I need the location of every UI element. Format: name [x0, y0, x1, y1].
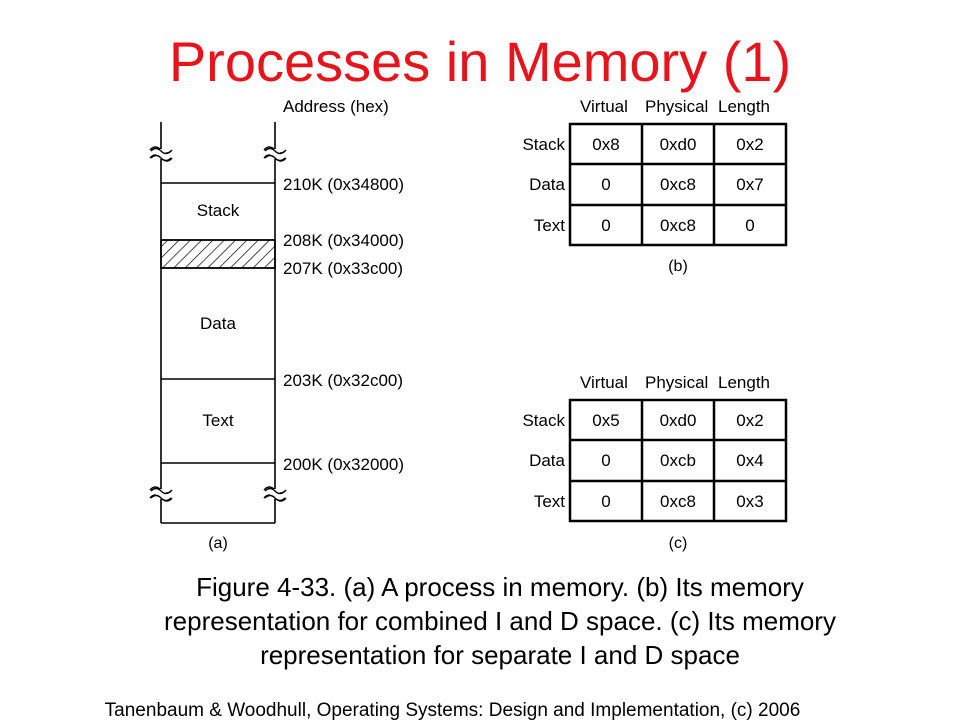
- table-b-cell: 0: [745, 216, 755, 235]
- caption-line: representation for combined I and D spac…: [164, 606, 836, 636]
- table-b-header-virtual: Virtual: [580, 97, 628, 116]
- table-c-header-physical: Physical: [645, 373, 709, 392]
- slide-title: Processes in Memory (1): [168, 30, 792, 93]
- address-label: 203K (0x32c00): [283, 371, 404, 390]
- segment-text: Text: [202, 411, 234, 430]
- table-b-cell: 0: [601, 175, 611, 194]
- table-b-cell: 0x8: [592, 135, 620, 154]
- diagram-a-label: (a): [208, 535, 228, 552]
- break-gap-bottom: [156, 489, 166, 499]
- table-c-cell: 0x4: [736, 451, 764, 470]
- table-c-label: (c): [668, 535, 688, 552]
- table-c-cell: 0: [601, 492, 611, 511]
- table-c-header-length: Length: [718, 373, 770, 392]
- table-c-row-label: Stack: [522, 411, 565, 430]
- caption-line: Figure 4-33. (a) A process in memory. (b…: [196, 572, 804, 602]
- address-label: 208K (0x34000): [283, 231, 404, 250]
- table-c-cell: 0x2: [736, 411, 764, 430]
- table-c-cell: 0: [601, 451, 611, 470]
- table-c-cell: 0xc8: [660, 492, 696, 511]
- table-c-row-label: Data: [529, 451, 565, 470]
- address-label: 200K (0x32000): [283, 455, 404, 474]
- break-gap-top: [156, 149, 166, 159]
- table-b-header-physical: Physical: [645, 97, 709, 116]
- break-gap-bottom-right: [270, 489, 280, 499]
- unused-gap-hatch: [160, 239, 276, 269]
- table-b-grid: [568, 122, 788, 247]
- table-b-cell: 0xd0: [659, 135, 697, 154]
- table-b-cell: 0xc8: [660, 175, 696, 194]
- figure-caption: Figure 4-33. (a) A process in memory. (b…: [40, 570, 960, 672]
- table-c-row-label: Text: [533, 492, 565, 511]
- table-b-row-label: Data: [529, 175, 565, 194]
- address-label: 210K (0x34800): [283, 175, 404, 194]
- table-c-cell: 0x3: [736, 492, 764, 511]
- table-c-cell: 0x5: [592, 411, 620, 430]
- table-b-cell: 0x7: [736, 175, 764, 194]
- table-b-cell: 0: [601, 216, 611, 235]
- footer-credit: Tanenbaum & Woodhull, Operating Systems:…: [104, 700, 801, 721]
- table-b-label: (b): [668, 258, 688, 275]
- table-b-cell: 0xc8: [660, 216, 696, 235]
- table-b-cell: 0x2: [736, 135, 764, 154]
- address-header: Address (hex): [283, 97, 389, 116]
- table-c-grid: [568, 398, 788, 523]
- address-label: 207K (0x33c00): [283, 259, 404, 278]
- segment-stack: Stack: [196, 201, 240, 220]
- caption-line: representation for separate I and D spac…: [260, 640, 740, 670]
- segment-data: Data: [200, 314, 236, 333]
- table-c-header-virtual: Virtual: [580, 373, 628, 392]
- table-b-row-label: Stack: [522, 135, 565, 154]
- table-c-cell: 0xcb: [660, 451, 696, 470]
- table-b-row-label: Text: [533, 216, 565, 235]
- table-b-header-length: Length: [718, 97, 770, 116]
- table-c-cell: 0xd0: [659, 411, 697, 430]
- break-gap-top-right: [270, 149, 280, 159]
